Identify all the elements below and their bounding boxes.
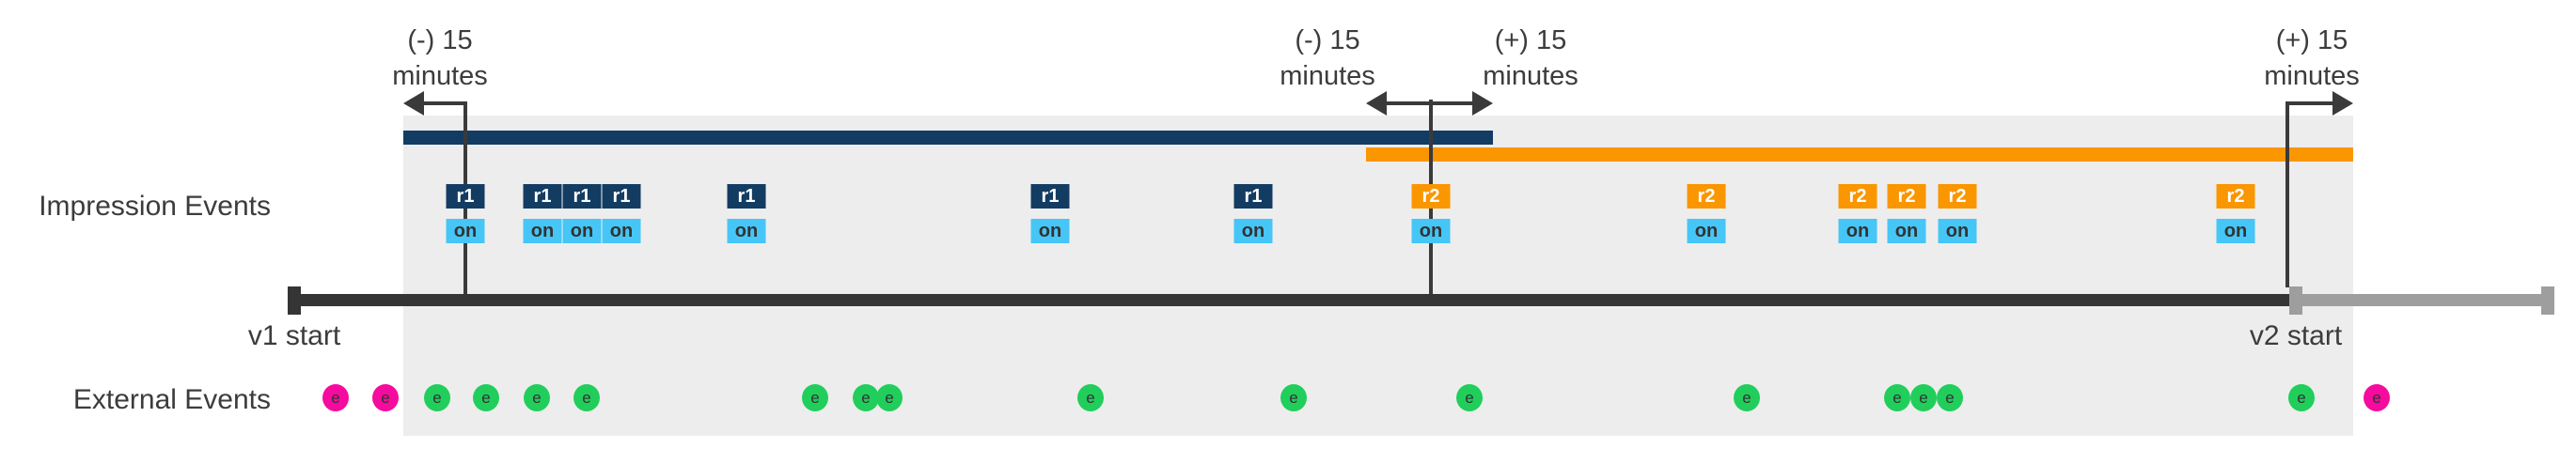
v1-start-tick [288, 286, 301, 315]
r1-badge: r1 [727, 184, 766, 209]
r1-badge: r1 [1233, 184, 1273, 209]
annotation-line1: (+) 15 [2275, 25, 2348, 55]
annotation-plus-15-right: (+) 15 minutes [2264, 23, 2360, 94]
external-event-dot-pink-17: e [2364, 384, 2390, 411]
on-badge: on [1233, 219, 1273, 243]
r1-badge: r1 [602, 184, 641, 209]
r2-badge: r2 [2216, 184, 2255, 209]
r1-badge: r1 [562, 184, 602, 209]
r2-badge: r2 [1887, 184, 1926, 209]
timeline-end-tick [2541, 286, 2554, 315]
impression-event-r2-8: r2 on [1687, 184, 1726, 243]
external-event-dot-green-9: e [1077, 384, 1104, 411]
v2-impression-window-bar [1366, 147, 2353, 162]
v1-impression-window-bar [403, 131, 1493, 145]
external-events-row-label: External Events [72, 384, 271, 415]
external-event-dot-green-3: e [473, 384, 499, 411]
on-badge: on [446, 219, 485, 243]
annotation-line2: minutes [392, 61, 488, 91]
r1-badge: r1 [446, 184, 485, 209]
r2-badge: r2 [1838, 184, 1877, 209]
annotation-line2: minutes [1483, 61, 1579, 91]
right-cutoff-line [2285, 101, 2289, 287]
right-arrow-line [2287, 101, 2334, 105]
external-event-dot-green-6: e [802, 384, 828, 411]
impression-event-r2-11: r2 on [1938, 184, 1977, 243]
annotation-plus-15-mid: (+) 15 minutes [1483, 23, 1579, 94]
impression-event-r1-1: r1 on [523, 184, 562, 243]
experiment-window-panel [403, 116, 2353, 436]
r2-badge: r2 [1687, 184, 1726, 209]
right-arrowhead-icon [2333, 91, 2353, 116]
v1-start-label: v1 start [247, 320, 341, 351]
on-badge: on [523, 219, 562, 243]
annotation-line2: minutes [2264, 61, 2360, 91]
timeline-v2-segment [2289, 294, 2548, 306]
impression-event-r2-10: r2 on [1887, 184, 1926, 243]
external-event-dot-pink-0: e [322, 384, 349, 411]
external-event-dot-green-5: e [573, 384, 600, 411]
impression-event-r1-5: r1 on [1030, 184, 1070, 243]
external-event-dot-green-13: e [1884, 384, 1910, 411]
on-badge: on [1030, 219, 1070, 243]
on-badge: on [1411, 219, 1451, 243]
annotation-line2: minutes [1280, 61, 1375, 91]
mid-right-arrowhead-icon [1472, 91, 1493, 116]
annotation-line1: (-) 15 [1295, 25, 1360, 55]
impression-events-row-label: Impression Events [39, 191, 271, 222]
external-event-dot-green-10: e [1280, 384, 1307, 411]
on-badge: on [1687, 219, 1726, 243]
impression-event-r1-4: r1 on [727, 184, 766, 243]
on-badge: on [602, 219, 641, 243]
impression-event-r2-7: r2 on [1411, 184, 1451, 243]
impression-event-r1-2: r1 on [562, 184, 602, 243]
external-event-dot-green-7: e [853, 384, 879, 411]
external-event-dot-green-8: e [876, 384, 903, 411]
on-badge: on [1938, 219, 1977, 243]
mid-left-arrowhead-icon [1366, 91, 1387, 116]
impression-event-r1-3: r1 on [602, 184, 641, 243]
external-event-dot-green-14: e [1910, 384, 1937, 411]
annotation-line1: (+) 15 [1494, 25, 1567, 55]
impression-event-r2-12: r2 on [2216, 184, 2255, 243]
annotation-line1: (-) 15 [407, 25, 473, 55]
r1-badge: r1 [523, 184, 562, 209]
external-event-dot-green-4: e [524, 384, 550, 411]
timeline-v1-segment [291, 294, 2289, 306]
external-event-dot-green-16: e [2288, 384, 2315, 411]
r2-badge: r2 [1938, 184, 1977, 209]
impression-event-r2-9: r2 on [1838, 184, 1877, 243]
v2-start-tick [2289, 286, 2302, 315]
impression-event-r1-6: r1 on [1233, 184, 1273, 243]
v2-start-label: v2 start [2249, 320, 2343, 351]
on-badge: on [1887, 219, 1926, 243]
r1-badge: r1 [1030, 184, 1070, 209]
left-arrowhead-icon [403, 91, 424, 116]
on-badge: on [562, 219, 602, 243]
on-badge: on [727, 219, 766, 243]
external-event-dot-green-2: e [424, 384, 450, 411]
external-event-dot-pink-1: e [372, 384, 399, 411]
annotation-minus-15-left: (-) 15 minutes [392, 23, 488, 94]
on-badge: on [2216, 219, 2255, 243]
mid-arrow-line [1380, 101, 1478, 105]
external-event-dot-green-15: e [1937, 384, 1963, 411]
impression-event-r1-0: r1 on [446, 184, 485, 243]
external-event-dot-green-11: e [1456, 384, 1483, 411]
on-badge: on [1838, 219, 1877, 243]
r2-badge: r2 [1411, 184, 1451, 209]
left-arrow-line [422, 101, 467, 105]
annotation-minus-15-mid: (-) 15 minutes [1280, 23, 1375, 94]
external-event-dot-green-12: e [1734, 384, 1760, 411]
